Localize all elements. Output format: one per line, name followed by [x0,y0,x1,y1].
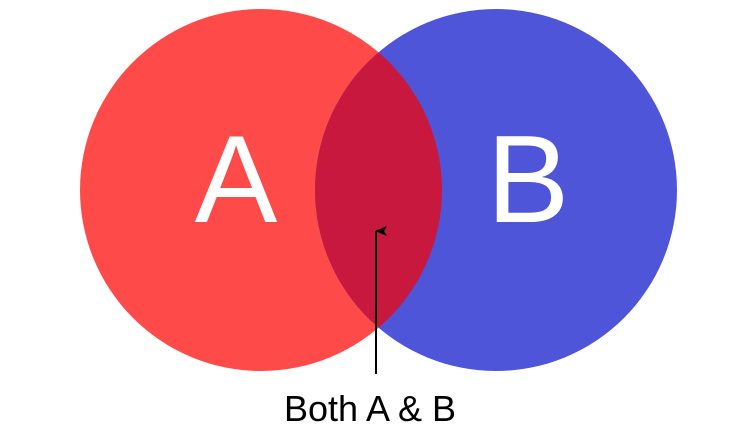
set-b-label: B [487,111,570,249]
intersection-label: Both A & B [284,388,456,429]
intersection-region [315,9,442,371]
set-a-label: A [195,111,278,249]
